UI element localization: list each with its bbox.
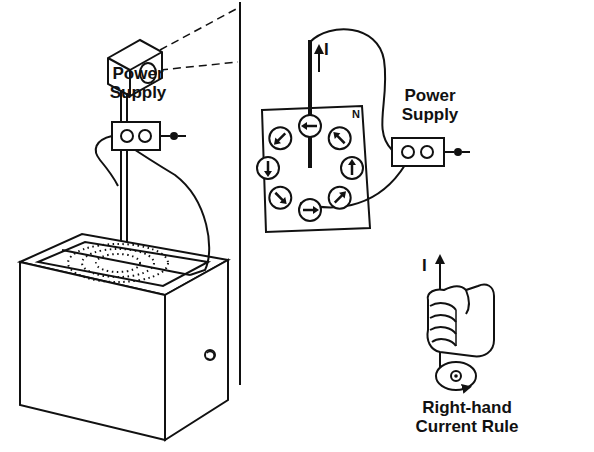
compass-board — [257, 29, 405, 232]
current-label: I — [422, 256, 436, 275]
field-circle — [436, 362, 476, 390]
rule-caption: Right-hand Current Rule — [392, 398, 542, 436]
north-label: N — [352, 108, 364, 121]
iron-filings — [68, 244, 168, 282]
right-hand — [428, 256, 495, 368]
supply-label: Power Supply — [98, 64, 178, 102]
power-supply — [392, 138, 470, 166]
current-label: I — [324, 40, 338, 59]
divider — [239, 2, 241, 385]
overhead-projector — [20, 8, 238, 440]
power-supply — [96, 122, 186, 186]
supply-label: Power Supply — [390, 86, 470, 124]
